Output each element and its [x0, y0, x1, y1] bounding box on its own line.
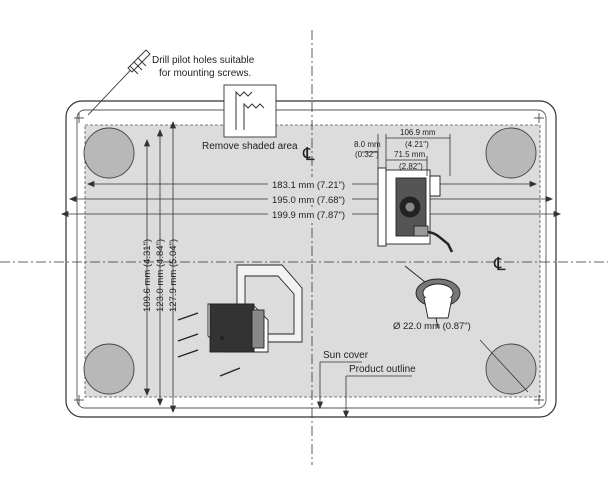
drill-bit-illustration	[87, 49, 151, 116]
depth-dimension-lines	[362, 134, 451, 176]
dimension-123: 123.0 mm (4.84")	[155, 239, 166, 312]
mounting-screws	[177, 312, 241, 377]
saw-detail-box	[223, 84, 277, 138]
mounting-hole-bottom-left	[83, 343, 135, 395]
pilot-hole-crosshairs	[74, 113, 544, 405]
mounting-hole-top-left	[83, 127, 135, 179]
product-outline-label: Product outline	[349, 364, 416, 375]
mounting-hole-bottom-right	[485, 343, 537, 395]
dimension-8-mm: 8.0 mm	[354, 140, 381, 149]
outline-leader-lines	[316, 361, 412, 419]
centerline-symbol-top: ℄	[302, 144, 315, 164]
dimension-106-mm: 106.9 mm	[400, 128, 436, 137]
sun-cover-border	[76, 109, 547, 409]
dimension-71-in: (2.82")	[399, 162, 423, 171]
dimension-127: 127.9 mm (5.04")	[168, 239, 179, 312]
dimension-199: 199.9 mm (7.87")	[272, 210, 345, 221]
sun-cover-label: Sun cover	[323, 350, 369, 361]
shaded-cutout-area	[84, 124, 541, 398]
remove-shaded-area-label: Remove shaded area	[202, 141, 298, 152]
hole-diameter-label: Ø 22.0 mm (0.87")	[393, 321, 471, 332]
dimension-183: 183.1 mm (7.21")	[272, 180, 345, 191]
hole-leader-line	[479, 339, 529, 393]
dimension-109: 109.6 mm (4.31")	[142, 239, 153, 312]
drill-note-line2: for mounting screws.	[159, 68, 251, 79]
product-outline-border	[65, 100, 557, 418]
unit-side-profile	[377, 167, 454, 253]
height-dimension-lines	[143, 120, 177, 414]
hole-saw-illustration	[404, 265, 461, 329]
dimension-106-in: (4.21")	[405, 140, 429, 149]
drill-note-line1: Drill pilot holes suitable	[152, 55, 255, 66]
mounting-bracket-illustration	[207, 264, 303, 353]
mounting-hole-top-right	[485, 127, 537, 179]
centerline-symbol-right: ℄	[493, 254, 506, 274]
dimension-8-in: (0.32")	[355, 150, 379, 159]
dimension-195: 195.0 mm (7.68")	[272, 195, 345, 206]
dimension-71-mm: 71.5 mm	[394, 150, 425, 159]
